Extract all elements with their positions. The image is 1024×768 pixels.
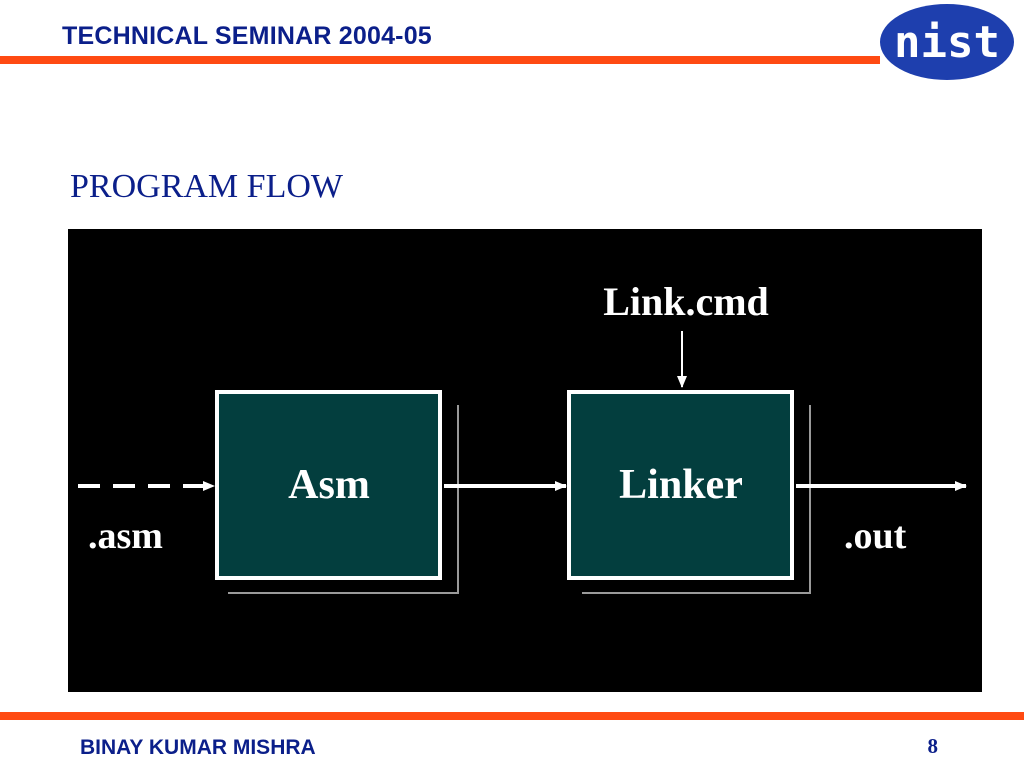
linker-box <box>567 390 794 580</box>
input-label: .asm <box>88 515 163 557</box>
asm-label: Asm <box>288 462 370 508</box>
linker-label: Linker <box>619 462 743 508</box>
footer-divider <box>0 712 1024 720</box>
header-divider <box>0 56 880 64</box>
output-label: .out <box>844 515 907 557</box>
linker-box-shadow <box>582 405 811 594</box>
slide-title: PROGRAM FLOW <box>70 168 343 205</box>
page-number: 8 <box>927 734 939 758</box>
nist-logo: nist <box>880 4 1014 80</box>
link-cmd-label: Link.cmd <box>603 279 769 324</box>
asm-box-shadow <box>228 405 459 594</box>
asm-box <box>215 390 442 580</box>
footer-author: BINAY KUMAR MISHRA <box>80 736 316 759</box>
header-title: TECHNICAL SEMINAR 2004-05 <box>62 22 432 50</box>
logo-text: nist <box>894 17 1000 68</box>
program-flow-diagram: .asm Asm Link.cmd Linker .out <box>68 229 982 692</box>
